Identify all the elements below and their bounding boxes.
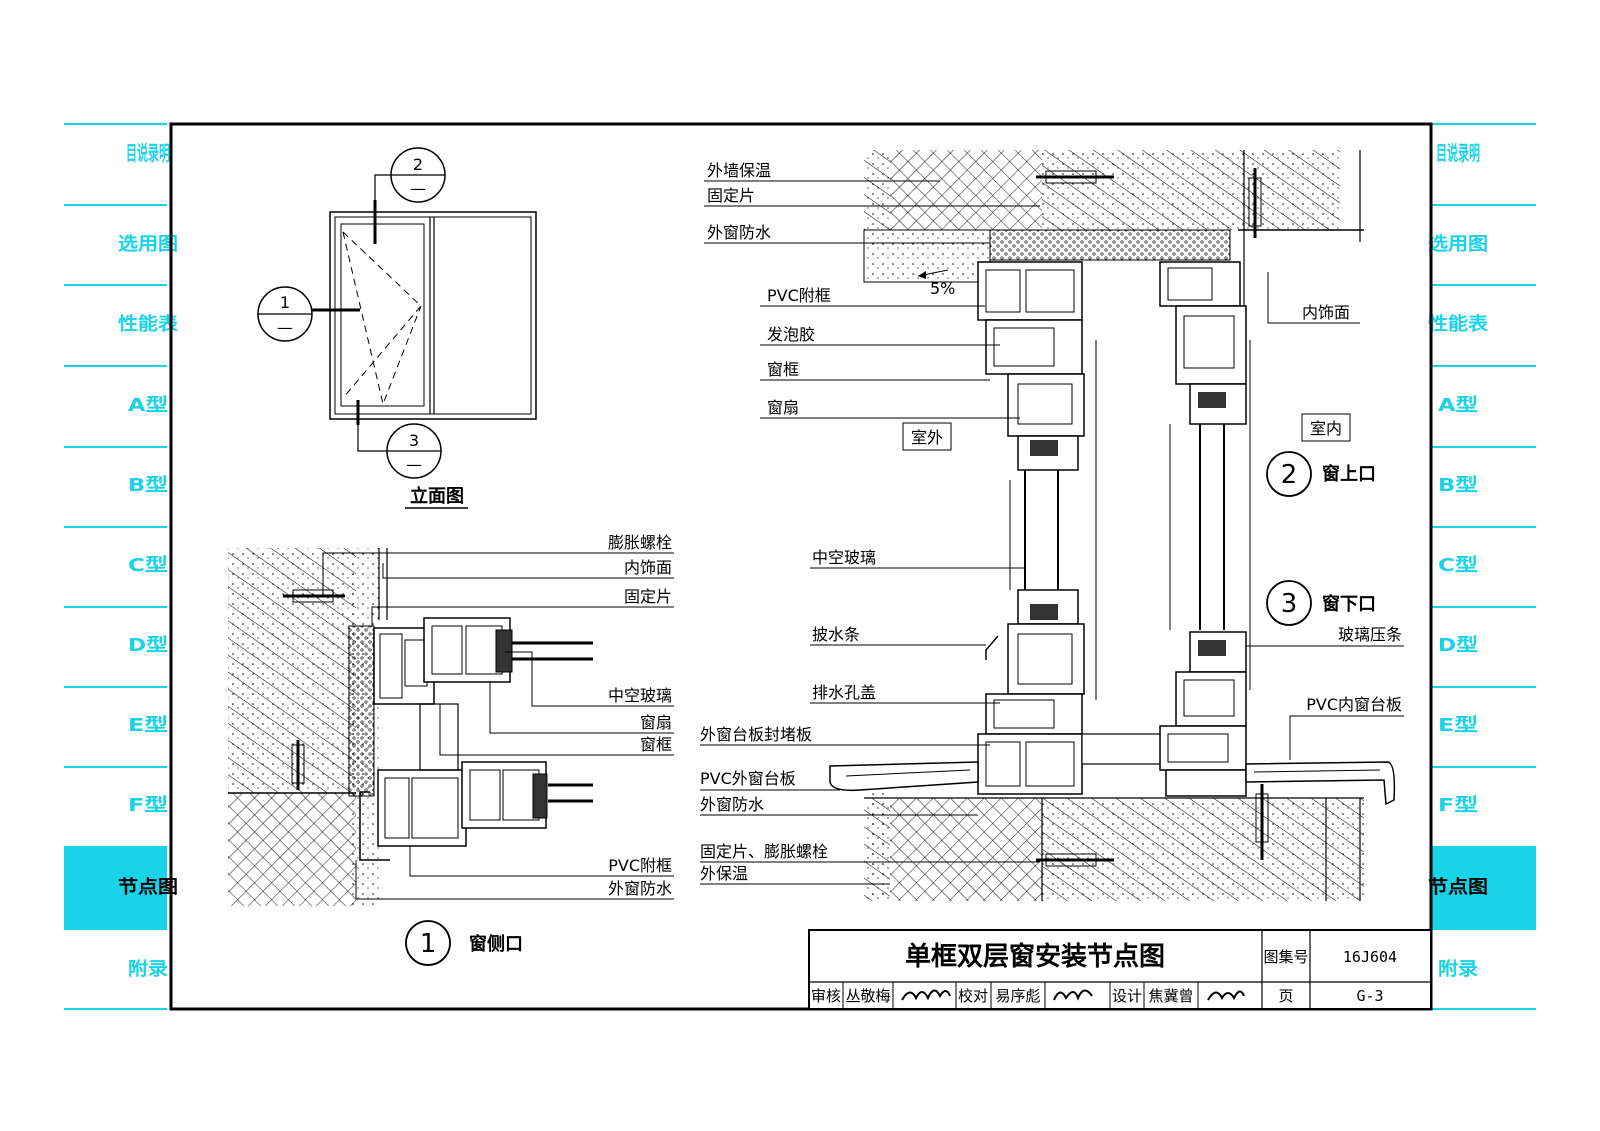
sidebar-tab-type-b-r[interactable]: B型	[1438, 474, 1478, 496]
active-tab-bg-right	[1432, 847, 1536, 929]
detail-3-number-circle	[1266, 580, 1312, 626]
detail-2-title: 窗上口	[1322, 463, 1376, 485]
outside-label: 室外	[911, 428, 943, 447]
head-label-fixing-plate: 固定片	[707, 186, 755, 205]
active-tab-bg-left	[64, 847, 167, 929]
d1-label-sash: 窗扇	[640, 713, 672, 732]
checker-name: 易序彪	[995, 987, 1040, 1005]
section-marker-2: 2 —	[373, 147, 446, 244]
head-label-pvc-subframe: PVC附框	[767, 286, 831, 305]
section-marker-3: 3 —	[356, 400, 442, 479]
sidebar-tab-type-d-r[interactable]: D型	[1438, 634, 1478, 656]
section-marker-1: 1 —	[257, 286, 360, 342]
design-label: 设计	[1112, 987, 1142, 1005]
elevation-caption: 立面图	[410, 485, 464, 507]
d1-label-fixing-plate: 固定片	[624, 587, 672, 606]
head-label-ext-insulation: 外墙保温	[707, 161, 771, 180]
d1-label-pvc-subframe: PVC附框	[608, 856, 672, 875]
sidebar-tab-type-f-r[interactable]: F型	[1438, 794, 1478, 816]
d1-label-waterproofing: 外窗防水	[608, 879, 672, 898]
sill-label-drain-cover: 排水孔盖	[812, 683, 876, 702]
sidebar-tab-type-a[interactable]: A型	[128, 394, 168, 416]
atlas-number-label: 图集号	[1263, 948, 1308, 966]
sidebar-tab-performance-r[interactable]: 性能表	[1428, 313, 1489, 335]
detail-1-title: 窗侧口	[469, 933, 523, 955]
sill-label-glazing-bead: 玻璃压条	[1338, 625, 1402, 644]
detail-2-number-circle	[1266, 451, 1312, 497]
elevation-view: 2 — 1 — 3 — 立面图	[257, 147, 537, 509]
svg-text:2: 2	[413, 155, 423, 174]
detail-3-title: 窗下口	[1322, 593, 1376, 615]
left-sidebar: 目说录明 选用图 性能表 A型 B型 C型 D型 E型 F型 节点图 附录	[64, 123, 179, 1010]
detail-3-sill: 中空玻璃 披水条 排水孔盖 外窗台板封堵板 PVC外窗台板 外窗防水 固定片、膨…	[700, 530, 1404, 901]
detail-3-number: 3	[1281, 589, 1298, 619]
title-block: 单框双层窗安装节点图 图集号 16J604 页 G-3 审核 丛敬梅 校对 易序…	[808, 929, 1432, 1010]
sidebar-tab-contents[interactable]: 目说录明	[126, 141, 170, 165]
sill-label-pvc-outer-sill: PVC外窗台板	[700, 769, 796, 788]
sill-label-waterproofing: 外窗防水	[700, 795, 764, 814]
svg-text:3: 3	[409, 431, 419, 450]
detail-1-number-circle	[405, 920, 451, 966]
sidebar-tab-selection[interactable]: 选用图	[118, 234, 178, 255]
sill-label-fixing-bolt: 固定片、膨胀螺栓	[700, 842, 828, 861]
sidebar-tab-type-c-r[interactable]: C型	[1438, 554, 1478, 576]
atlas-number-value: 16J604	[1343, 948, 1397, 966]
head-label-foam: 发泡胶	[767, 325, 815, 344]
reviewer-signature	[901, 989, 951, 1001]
reviewer-name: 丛敬梅	[845, 987, 890, 1005]
drawing-title: 单框双层窗安装节点图	[905, 941, 1165, 972]
checker-signature	[1053, 989, 1093, 1001]
sidebar-tab-nodes-r[interactable]: 节点图	[1428, 876, 1488, 898]
d1-label-interior-finish: 内饰面	[624, 558, 672, 577]
page-value: G-3	[1356, 987, 1383, 1005]
svg-text:—: —	[406, 455, 422, 474]
page-label: 页	[1278, 987, 1293, 1005]
slope-label: 5%	[930, 279, 955, 298]
sidebar-tab-appendix[interactable]: 附录	[128, 958, 168, 980]
sill-label-insulated-glass: 中空玻璃	[812, 548, 876, 567]
sidebar-tab-nodes[interactable]: 节点图	[118, 876, 178, 898]
sidebar-tab-type-f[interactable]: F型	[128, 794, 168, 816]
sheet-border	[169, 122, 1433, 1011]
right-sidebar: 目说录明 选用图 性能表 A型 B型 C型 D型 E型 F型 节点图 附录	[1428, 123, 1536, 1010]
sill-label-pvc-inner-sill: PVC内窗台板	[1306, 695, 1402, 714]
head-label-sash: 窗扇	[767, 398, 799, 417]
designer-name: 焦冀曾	[1148, 987, 1193, 1005]
d1-label-insulated-glass: 中空玻璃	[608, 686, 672, 705]
svg-text:1: 1	[280, 293, 290, 312]
d1-label-expansion-bolt: 膨胀螺栓	[608, 533, 672, 552]
sidebar-tab-selection-r[interactable]: 选用图	[1428, 234, 1488, 255]
svg-text:—: —	[410, 179, 426, 198]
sidebar-tab-type-a-r[interactable]: A型	[1438, 394, 1478, 416]
sidebar-tab-performance[interactable]: 性能表	[118, 313, 179, 335]
check-label: 校对	[958, 987, 988, 1005]
detail-2-number: 2	[1281, 460, 1298, 490]
sidebar-tab-type-c[interactable]: C型	[128, 554, 168, 576]
head-label-frame: 窗框	[767, 360, 799, 379]
svg-text:—: —	[277, 318, 293, 337]
sidebar-tab-type-d[interactable]: D型	[128, 634, 168, 656]
sill-label-sill-seal: 外窗台板封堵板	[700, 725, 812, 744]
designer-signature	[1207, 990, 1245, 1001]
detail-1-number: 1	[420, 929, 437, 959]
review-label: 审核	[811, 987, 841, 1005]
d1-label-frame: 窗框	[640, 735, 672, 754]
detail-2-head: 5% 外墙保温 固定片 外窗防水 PVC附框 发泡胶 窗框 窗扇 内饰面 室外 …	[704, 150, 1376, 537]
sidebar-tab-type-e-r[interactable]: E型	[1438, 714, 1478, 736]
head-label-interior-finish: 内饰面	[1302, 303, 1350, 322]
sidebar-tab-appendix-r[interactable]: 附录	[1438, 958, 1478, 980]
sidebar-tab-contents-r[interactable]: 目说录明	[1436, 141, 1480, 165]
head-label-waterproofing: 外窗防水	[707, 223, 771, 242]
inside-label: 室内	[1310, 419, 1342, 438]
sidebar-tab-type-b[interactable]: B型	[128, 474, 168, 496]
sidebar-tab-type-e[interactable]: E型	[128, 714, 168, 736]
sill-label-drip-strip: 披水条	[812, 625, 860, 644]
detail-1-jamb: 膨胀螺栓 内饰面 固定片 中空玻璃 窗扇 窗框 PVC附框 外窗防水 1 窗侧口	[228, 533, 674, 966]
sill-label-ext-insulation: 外保温	[700, 864, 748, 883]
